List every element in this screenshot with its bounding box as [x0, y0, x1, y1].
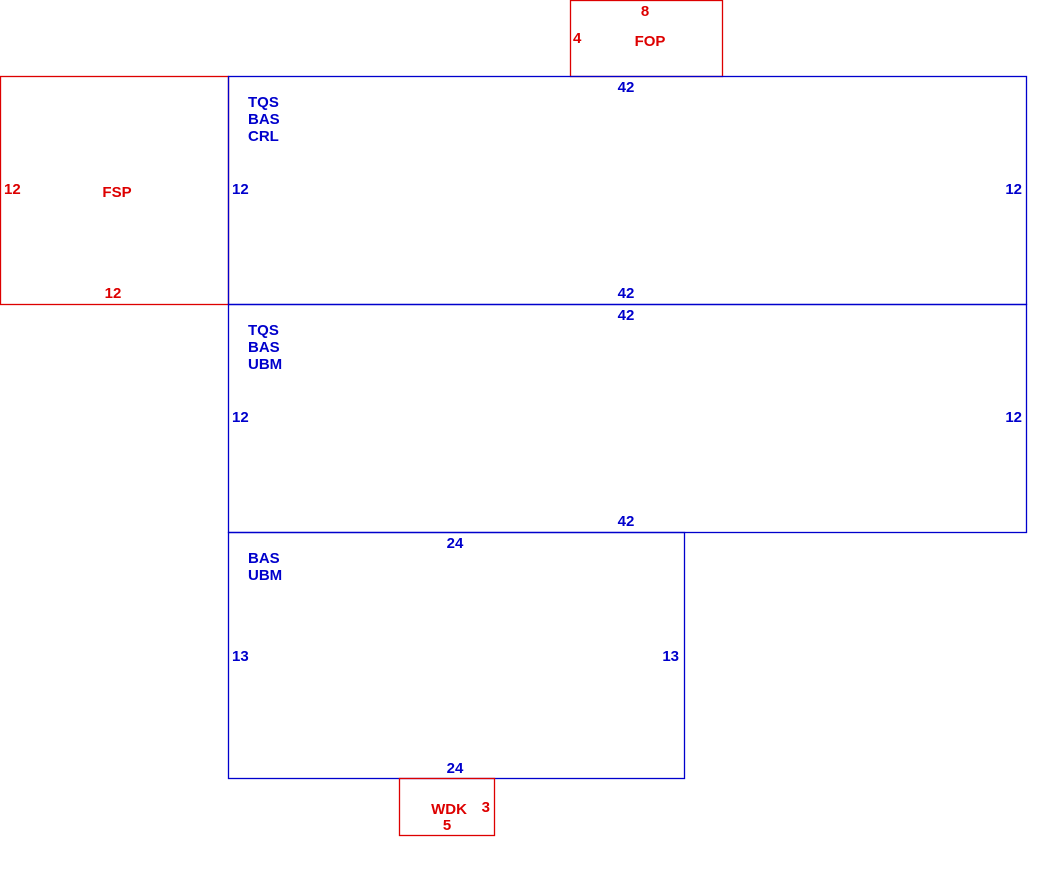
area-upper: TQS BAS CRL 42 12 12 42 [227, 75, 1028, 306]
area-wdk-bottom-dim: 5 [443, 817, 451, 834]
area-lower-code-1: BAS [248, 550, 280, 567]
area-lower-left-dim: 13 [232, 648, 249, 665]
area-fsp: FSP 12 12 [0, 75, 230, 306]
area-upper-code-1: TQS [248, 94, 279, 111]
area-lower: BAS UBM 24 13 13 24 [227, 531, 686, 780]
area-middle: TQS BAS UBM 42 12 12 42 [227, 303, 1028, 534]
area-middle-left-dim: 12 [232, 409, 249, 426]
area-middle-code-2: BAS [248, 339, 280, 356]
area-wdk-outline [398, 777, 496, 837]
area-upper-outline [227, 75, 1028, 306]
area-lower-bottom-dim: 24 [447, 760, 464, 777]
area-fsp-code: FSP [102, 184, 131, 201]
area-fop-code: FOP [635, 33, 666, 50]
area-upper-code-2: BAS [248, 111, 280, 128]
area-upper-code-3: CRL [248, 128, 279, 145]
area-fop: FOP 8 4 [569, 0, 724, 78]
area-lower-top-dim: 24 [447, 535, 464, 552]
area-middle-code-1: TQS [248, 322, 279, 339]
area-wdk-right-dim: 3 [482, 799, 490, 816]
area-upper-left-dim: 12 [232, 181, 249, 198]
area-fop-left-dim: 4 [573, 30, 582, 47]
area-wdk-code: WDK [431, 801, 467, 818]
area-middle-right-dim: 12 [1005, 409, 1022, 426]
area-upper-top-dim: 42 [618, 79, 635, 96]
area-lower-right-dim: 13 [662, 648, 679, 665]
area-upper-bottom-dim: 42 [618, 285, 635, 302]
area-wdk: WDK 3 5 [398, 777, 496, 837]
area-middle-code-3: UBM [248, 356, 282, 373]
area-middle-bottom-dim: 42 [618, 513, 635, 530]
area-lower-code-2: UBM [248, 567, 282, 584]
area-fsp-left-dim: 12 [4, 181, 21, 198]
area-upper-right-dim: 12 [1005, 181, 1022, 198]
area-middle-top-dim: 42 [618, 307, 635, 324]
area-middle-outline [227, 303, 1028, 534]
area-fsp-bottom-dim: 12 [105, 285, 122, 302]
area-fop-top-dim: 8 [641, 3, 649, 20]
area-lower-outline [227, 531, 686, 780]
